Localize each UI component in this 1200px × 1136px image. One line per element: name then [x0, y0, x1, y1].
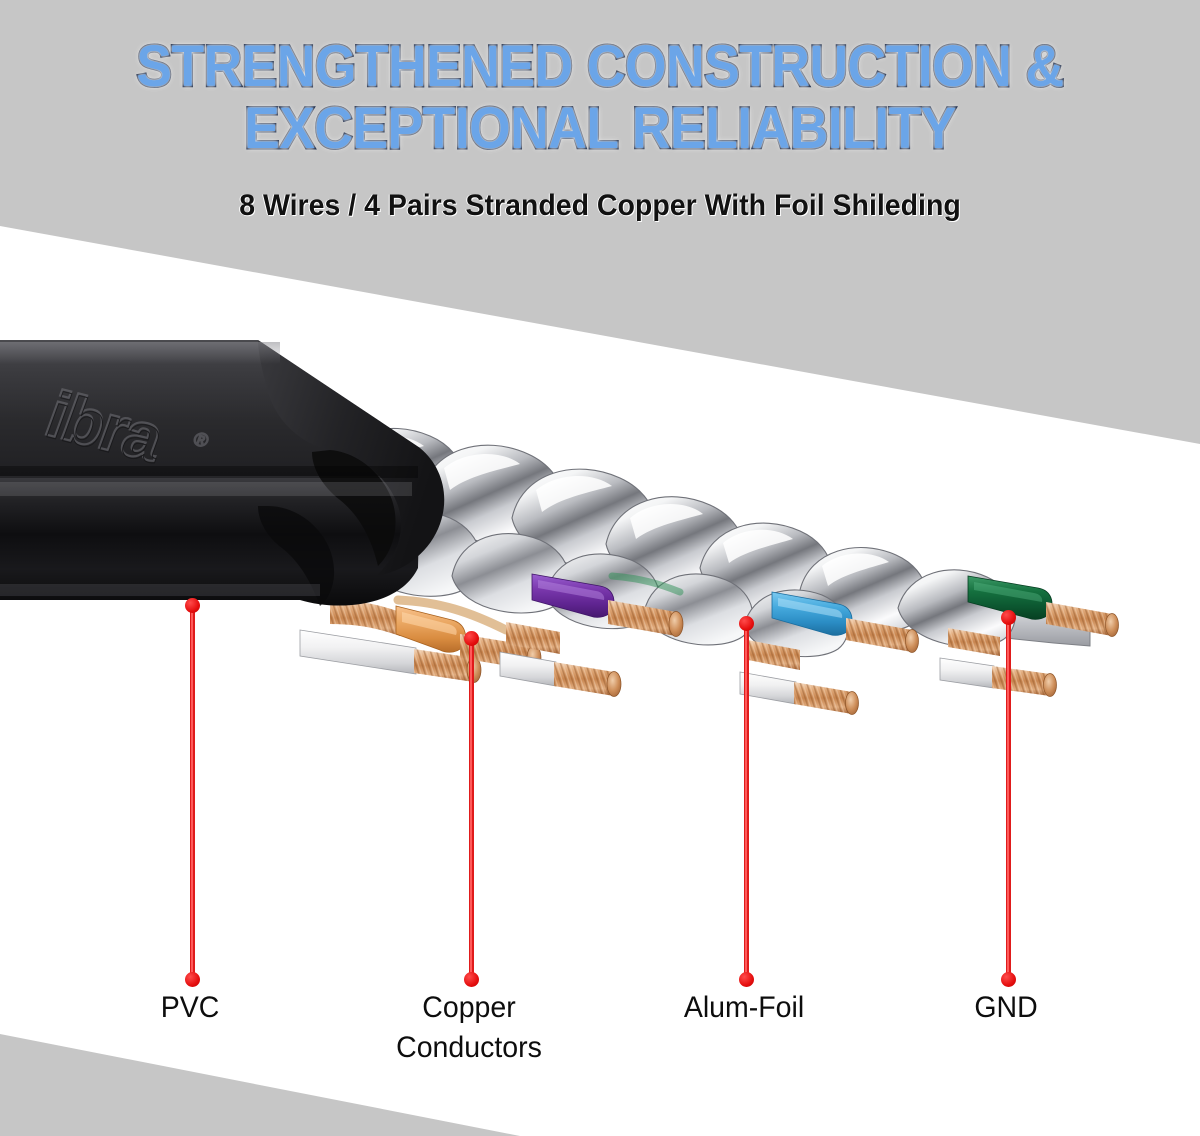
- page-subtitle: 8 Wires / 4 Pairs Stranded Copper With F…: [239, 189, 961, 222]
- page-title: STRENGTHENED CONSTRUCTION & EXCEPTIONAL …: [135, 34, 1066, 161]
- callout-end-dot: [464, 972, 479, 987]
- pvc-jacket: ibra ibra ®: [0, 340, 445, 606]
- callout-end-dot: [739, 972, 754, 987]
- wire-pair-green: [939, 575, 1119, 697]
- callout-label-copper-conductors: Copper Conductors: [396, 991, 542, 1064]
- wire-pair-purple: [499, 572, 684, 697]
- callout-anchor-dot: [185, 598, 200, 613]
- callout-line: [744, 623, 749, 980]
- callout-line: [1006, 617, 1011, 980]
- callout-end-dot: [1001, 972, 1016, 987]
- callout-end-dot: [185, 972, 200, 987]
- callout-label-pvc: PVC: [160, 991, 220, 1024]
- callout-anchor-dot: [464, 631, 479, 646]
- callout-label-gnd: GND: [974, 991, 1038, 1024]
- cable-cutaway-illustration: ibra ibra ®: [0, 300, 1200, 720]
- callout-line: [190, 605, 195, 980]
- callout-label-alum-foil: Alum-Foil: [683, 991, 805, 1024]
- callout-anchor-dot: [1001, 610, 1016, 625]
- wire-pair-blue: [739, 591, 919, 715]
- wire-pair-orange: [299, 595, 542, 683]
- callout-anchor-dot: [739, 616, 754, 631]
- callout-line: [469, 638, 474, 980]
